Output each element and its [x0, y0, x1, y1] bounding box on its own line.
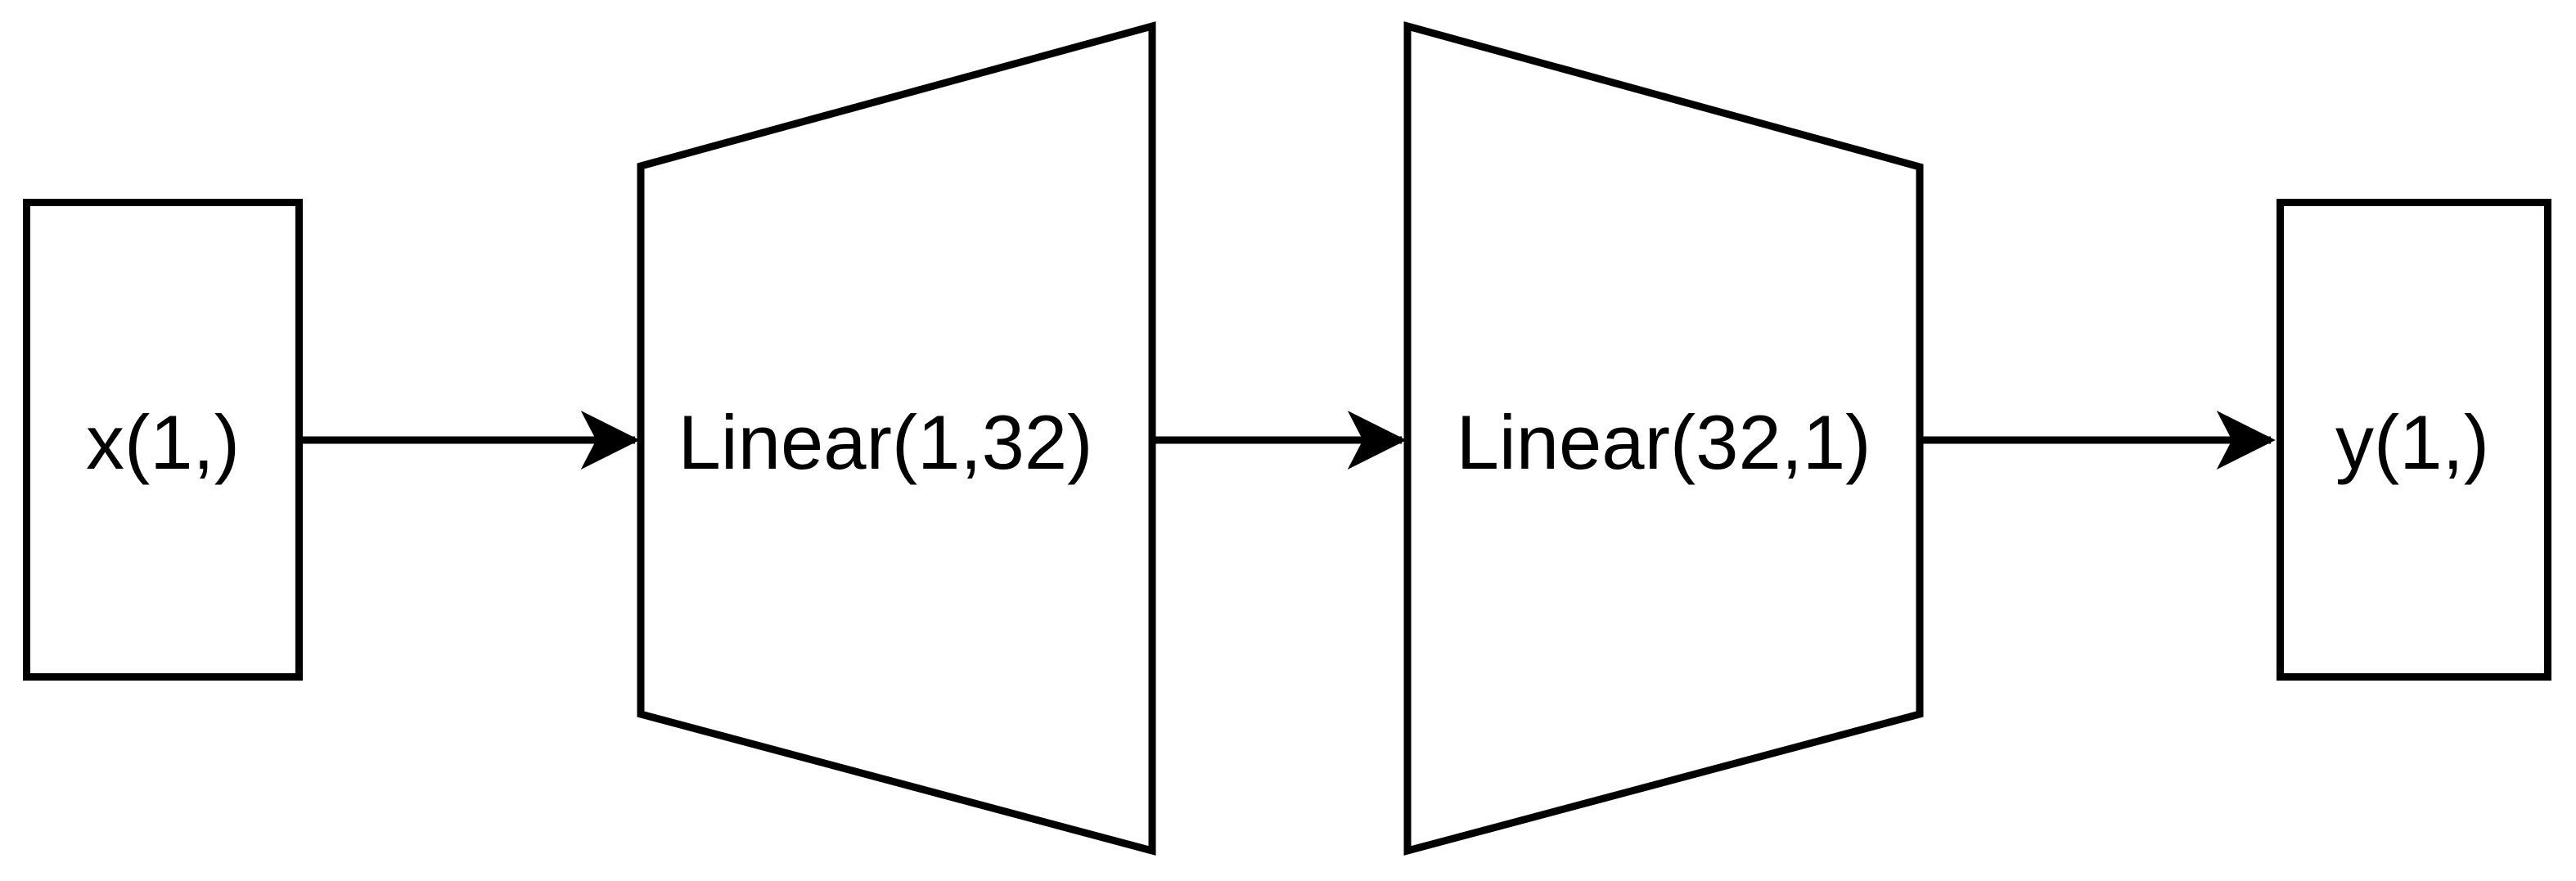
- output-layer-node-label: Linear(32,1): [1456, 399, 1871, 485]
- output-layer-node-shape: [1403, 21, 1924, 856]
- input-node-label: x(1,): [86, 399, 240, 485]
- input-node-shape: [23, 199, 303, 681]
- hidden-layer-node-shape: [637, 21, 1156, 856]
- hidden-layer-node-label: Linear(1,32): [678, 399, 1093, 485]
- output-node-label: y(1,): [2335, 399, 2489, 485]
- output-node-shape: [2277, 199, 2551, 681]
